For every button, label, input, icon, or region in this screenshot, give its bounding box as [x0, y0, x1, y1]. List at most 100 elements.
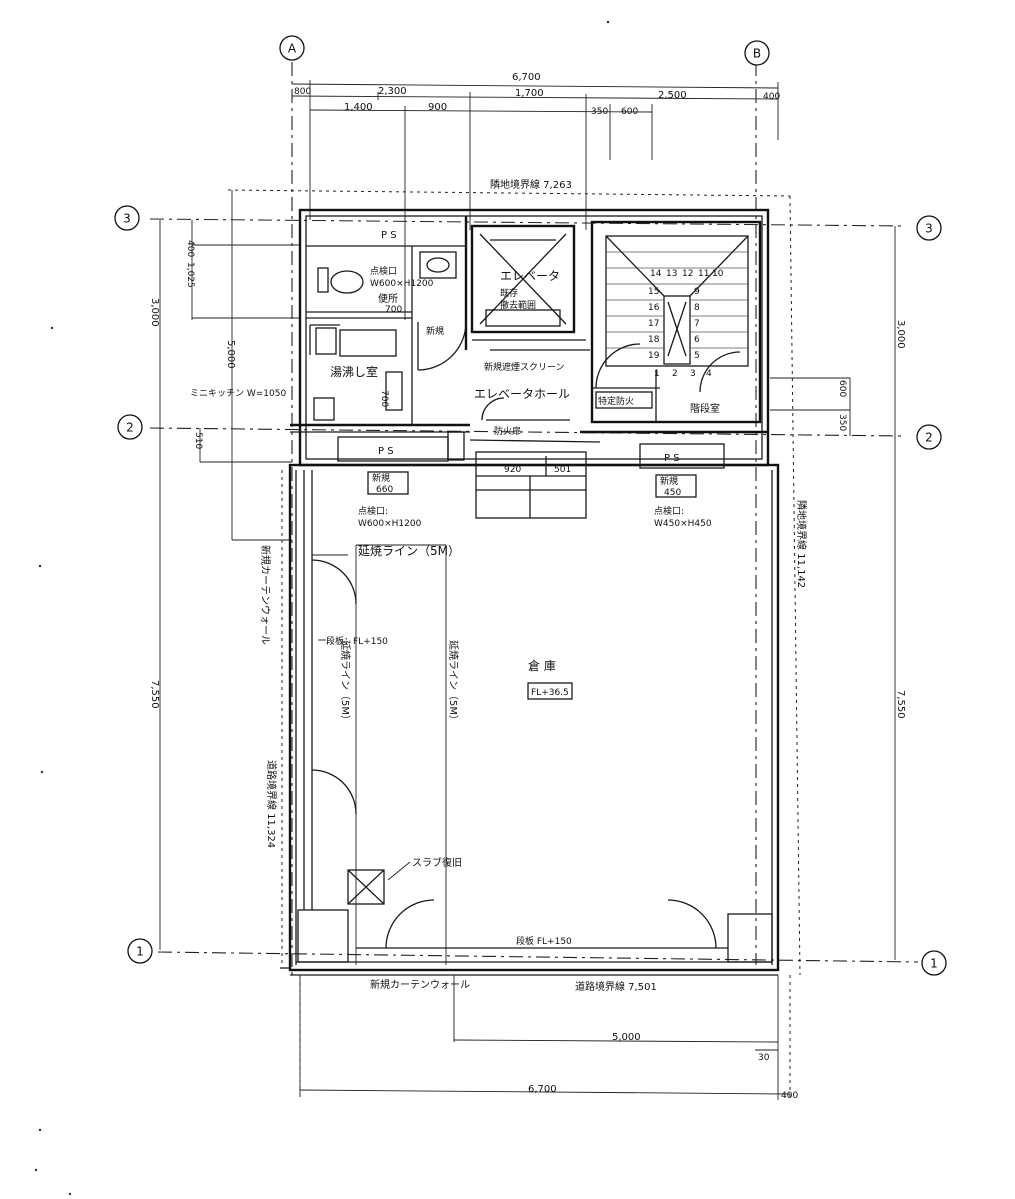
plan-label: 2: [126, 421, 134, 435]
elevator: エレベータ 既存 撤去範囲 新規遮煙スクリーン エレベータホール 防火扉: [470, 224, 590, 437]
plan-label: 1,025: [185, 262, 195, 288]
plan-label: 350: [837, 414, 847, 431]
plan-label: 新規: [372, 472, 390, 484]
grid-marker-1-right: 1: [921, 950, 947, 976]
grid-marker-b: B: [744, 40, 770, 66]
slab-label: スラブ復旧: [412, 856, 462, 869]
plan-label: 道路境界線 7,501: [575, 980, 657, 993]
right-dimensions: 3,000 600 350 7,550 隣地境界線 11,142: [770, 195, 906, 976]
plan-label: 3: [123, 212, 131, 226]
plan-label: 700: [385, 305, 402, 315]
plan-label: 6,700: [528, 1084, 557, 1095]
plan-label: 5,000: [612, 1032, 641, 1043]
plan-label: W450×H450: [654, 519, 712, 529]
plan-label: 防火扉: [494, 425, 521, 437]
ps-top: P S: [381, 230, 397, 241]
plan-label: 19: [648, 351, 660, 361]
ps-right: P S: [664, 453, 680, 464]
grid-marker-3-left: 3: [114, 205, 140, 231]
plan-label: 600: [621, 107, 638, 117]
elevator-label: エレベータ: [500, 269, 560, 283]
step-bottom-label: 段板 FL+150: [516, 935, 572, 947]
plan-label: 2: [925, 431, 933, 445]
plan-label: 11: [698, 269, 709, 279]
fire-line-mid: 延焼ライン（5M）: [447, 640, 459, 725]
plan-label: W600×H1200: [358, 519, 422, 529]
plan-label: 点検口: [370, 265, 397, 277]
plan-label: 3,000: [149, 298, 160, 327]
bottom-dimensions: 5,000 6,700 30 400 新規カーテンウォール 道路境界線 7,50…: [299, 975, 798, 1101]
plan-label: 新規: [660, 475, 678, 487]
plan-label: 2: [672, 369, 678, 379]
warehouse: 延焼ライン（5M） 延焼ライン（5M） 延焼ライン（5M） 段板：FL+150 …: [297, 470, 773, 965]
plan-label: 新規遮煙スクリーン: [484, 361, 565, 373]
plan-label: W600×H1200: [370, 279, 434, 289]
scan-specks: [34, 20, 610, 1196]
ev-hall-label: エレベータホール: [474, 387, 570, 401]
grid-marker-a: A: [279, 35, 305, 61]
inspection-notes: 新規 660 点検口: W600×H1200 新規 450 点検口: W450×…: [358, 471, 712, 529]
plan-label: 7,550: [895, 690, 906, 719]
plan-label: 点検口:: [358, 505, 388, 517]
boundary-top: 隣地境界線 7,263: [227, 178, 791, 197]
plan-label: 5: [694, 351, 700, 361]
ps-left: P S: [378, 446, 394, 457]
plan-label: 6: [694, 335, 700, 345]
step-left-label: 段板：FL+150: [326, 635, 388, 647]
plan-label: 1: [930, 957, 938, 971]
plan-label: 10: [712, 269, 724, 279]
plan-label: 600: [837, 380, 847, 397]
plan-label: 400: [185, 240, 195, 257]
plan-label: 400: [763, 92, 780, 102]
top-dimensions: 6,700 800 2,300 1,700 2,500 400 1,400 90…: [291, 72, 780, 320]
kyutoshitsu-label: 湯沸し室: [330, 364, 378, 379]
plan-label: 3: [690, 369, 696, 379]
plan-label: 17: [648, 319, 659, 329]
warehouse-fl: FL+36.5: [531, 688, 569, 698]
plan-label: 14: [650, 269, 662, 279]
plan-label: 6,700: [512, 72, 541, 83]
plan-label: 7: [694, 319, 700, 329]
corridor-walls: P S P S: [290, 423, 768, 469]
plan-label: 1,400: [344, 102, 373, 113]
grid-marker-2-right: 2: [916, 424, 942, 450]
grid-marker-2-left: 2: [117, 414, 143, 440]
plan-label: 920: [504, 465, 521, 475]
plan-label: 700: [379, 390, 389, 407]
plan-label: 2,500: [658, 90, 687, 101]
plan-label: 1: [136, 945, 144, 959]
plan-label: 501: [554, 465, 571, 475]
plan-label: 660: [376, 485, 393, 495]
plan-label: 18: [648, 335, 660, 345]
stair-core: 14 13 12 11 10 15 9 16 8 17 7 18 6 19 5 …: [590, 220, 762, 424]
plan-label: 9: [694, 287, 700, 297]
grid-marker-1-left: 1: [127, 938, 153, 964]
plan-label: 2,300: [378, 86, 407, 97]
plan-label: 3: [925, 222, 933, 236]
plan-label: 350: [591, 107, 608, 117]
plan-label: 新規: [426, 325, 444, 337]
plan-label: 16: [648, 303, 660, 313]
plan-label: 1,700: [515, 88, 544, 99]
plan-label: 800: [294, 87, 311, 97]
toilet-area: P S 点検口 W600×H1200 便所 700 新規 湯沸し室 700: [306, 216, 468, 425]
plan-label: 既存: [500, 287, 518, 299]
grid-lines: [149, 62, 919, 975]
plan-label: 4: [706, 369, 712, 379]
plan-label: 撤去範囲: [500, 299, 536, 311]
fire-line-top: 延焼ライン（5M）: [358, 544, 460, 558]
neighbor-boundary-right-label: 隣地境界線 11,142: [795, 500, 808, 588]
grid-label-b: B: [753, 47, 761, 61]
road-boundary-left-label: 道路境界線 11,324: [265, 760, 278, 848]
building-outline: [280, 208, 780, 976]
plan-label: 15: [648, 287, 659, 297]
stairwell-label: 階段室: [690, 402, 720, 415]
left-dimensions: 400 1,025 3,000 5,000 510 7,550 ミニキッチン W…: [149, 190, 300, 950]
entrance-stairs: 920 501: [475, 451, 587, 519]
new-curtain-left-label: 新規カーテンウォール: [259, 545, 272, 645]
plan-label: 3,000: [895, 320, 906, 349]
plan-label: 12: [682, 269, 693, 279]
plan-label: 7,550: [149, 680, 160, 709]
plan-label: 点検口:: [654, 505, 684, 517]
